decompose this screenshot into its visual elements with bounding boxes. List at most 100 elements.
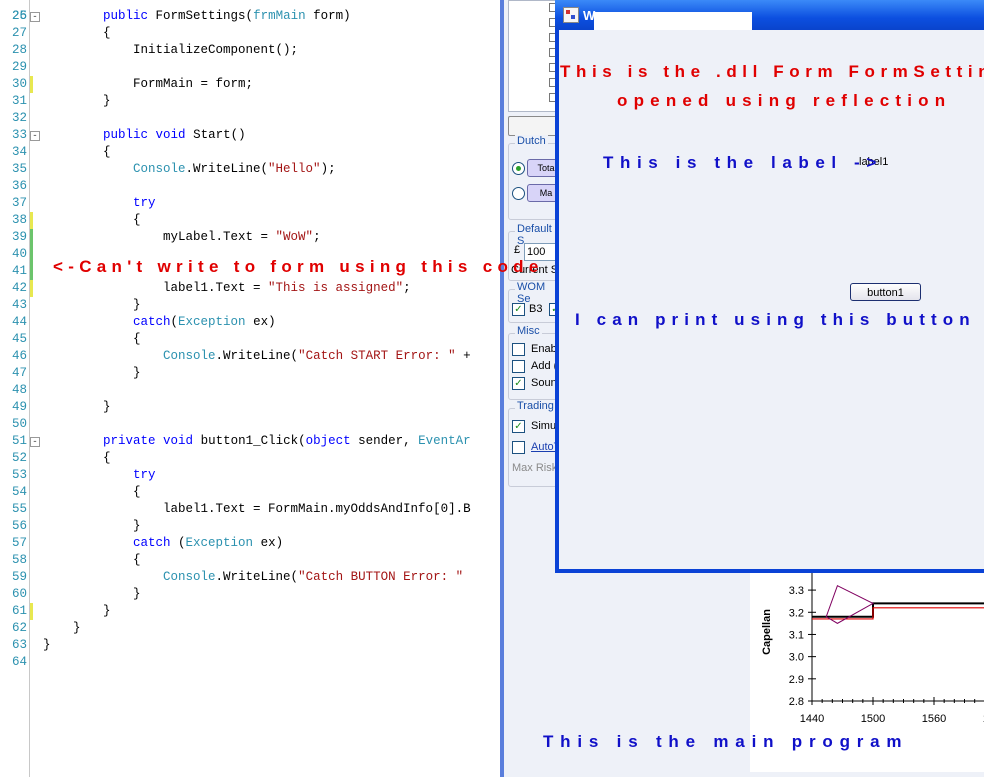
misc-group: Misc Enab Add ( ✓ Soun [508, 325, 562, 400]
tree-view[interactable] [508, 0, 562, 112]
form-settings-window[interactable]: W label1 button1 [555, 0, 984, 573]
misc-label-add: Add ( [531, 360, 558, 372]
line-number: 51 [11, 434, 27, 448]
line-number: 55 [11, 502, 27, 516]
code-text: { [43, 552, 141, 569]
code-token [43, 128, 103, 142]
trading-group-title: Trading [515, 400, 556, 412]
series-line [812, 602, 984, 618]
code-token: { [43, 451, 111, 465]
annotation-button: I can print using this button -> [575, 310, 984, 329]
dutch-group-title: Dutch [515, 135, 548, 147]
dutch-group: Dutch Tota Ma [508, 135, 565, 220]
code-line: 40 [0, 246, 500, 263]
misc-checkbox-add[interactable] [512, 360, 525, 373]
line-number: 52 [11, 451, 27, 465]
code-line: 35 Console.WriteLine("Hello"); [0, 161, 500, 178]
x-tick-label: 1560 [922, 713, 946, 725]
change-marker [30, 246, 33, 263]
line-number: 28 [11, 43, 27, 57]
line-number: 59 [11, 570, 27, 584]
x-tick-label: 1620 [983, 713, 984, 725]
y-tick-label: 3.3 [789, 585, 804, 597]
default-stake-input[interactable]: 100 [524, 243, 562, 261]
code-line: 64 [0, 654, 500, 671]
code-text: } [43, 93, 111, 110]
line-number: 46 [11, 349, 27, 363]
misc-label-enable: Enab [531, 343, 557, 355]
line-number: 37 [11, 196, 27, 210]
line-number: 35 [11, 162, 27, 176]
code-token: void [155, 128, 186, 142]
dutch-radio-total[interactable] [512, 162, 525, 175]
trading-checkbox-auto[interactable] [512, 441, 525, 454]
code-text: catch (Exception ex) [43, 535, 283, 552]
misc-checkbox-sound[interactable]: ✓ [512, 377, 525, 390]
code-token: public [103, 9, 149, 23]
window-app-icon[interactable] [563, 7, 579, 23]
y-tick-label: 3.2 [789, 607, 804, 619]
line-number: 40 [11, 247, 27, 261]
line-number: 30 [11, 77, 27, 91]
annotation-reflection: opened using reflection [617, 91, 952, 110]
collapse-toggle-icon[interactable]: - [30, 131, 40, 141]
code-token: + [455, 349, 471, 363]
trading-label-auto[interactable]: AutoT [531, 441, 561, 453]
code-token: public [103, 128, 149, 142]
main-action-button[interactable] [508, 116, 562, 136]
misc-group-title: Misc [515, 325, 542, 337]
code-token [148, 128, 156, 142]
code-token: Exception [185, 536, 254, 550]
code-line: 38 { [0, 212, 500, 229]
code-token: } [43, 366, 141, 380]
line-number: 27 [11, 26, 27, 40]
code-token: "Hello" [268, 162, 321, 176]
b3-checkbox[interactable]: ✓ [512, 303, 525, 316]
collapse-toggle-icon[interactable]: - [30, 437, 40, 447]
collapse-toggle-icon[interactable]: - [30, 12, 40, 22]
line-number: 48 [11, 383, 27, 397]
code-line: 54 { [0, 484, 500, 501]
code-line: 57 catch (Exception ex) [0, 535, 500, 552]
trading-checkbox-simulate[interactable]: ✓ [512, 420, 525, 433]
code-line: 59 Console.WriteLine("Catch BUTTON Error… [0, 569, 500, 586]
code-editor[interactable]: 25 26- public FormSettings(frmMain form)… [0, 0, 500, 777]
code-text: label1.Text = FormMain.myOddsAndInfo[0].… [43, 501, 471, 518]
code-text: { [43, 144, 111, 161]
annotation-main-program: This is the main program [543, 732, 909, 751]
button1[interactable]: button1 [850, 283, 921, 301]
line-number: 41 [11, 264, 27, 278]
code-token [156, 434, 164, 448]
max-risk-label: Max Risk [512, 462, 558, 474]
code-text: InitializeComponent(); [43, 42, 298, 59]
code-token: form) [305, 9, 351, 23]
code-token: FormSettings( [148, 9, 254, 23]
code-token: { [43, 332, 141, 346]
code-text: } [43, 620, 81, 637]
code-token: } [43, 298, 141, 312]
misc-checkbox-enable[interactable] [512, 343, 525, 356]
code-text: Console.WriteLine("Catch START Error: " … [43, 348, 471, 365]
code-text: { [43, 331, 141, 348]
code-line: 48 [0, 382, 500, 399]
line-number: 45 [11, 332, 27, 346]
code-text: public FormSettings(frmMain form) [43, 8, 351, 25]
code-token: InitializeComponent(); [43, 43, 299, 57]
change-marker [30, 229, 33, 246]
code-token: { [43, 213, 141, 227]
wom-group: WOM Se ✓ B3 ✓ [508, 281, 562, 323]
change-marker [30, 76, 33, 93]
change-marker [30, 212, 33, 229]
line-number: 64 [11, 655, 27, 669]
series-envelope [825, 584, 875, 624]
code-line: 29 [0, 59, 500, 76]
dutch-radio-max[interactable] [512, 187, 525, 200]
code-text: Console.WriteLine("Catch BUTTON Error: " [43, 569, 463, 586]
code-token: "This is assigned" [268, 281, 404, 295]
code-text: } [43, 297, 141, 314]
code-token: { [43, 145, 111, 159]
line-number: 60 [11, 587, 27, 601]
line-number: 39 [11, 230, 27, 244]
code-token: private [103, 434, 156, 448]
chart-svg: 2.82.93.03.13.23.31440150015601620168017… [750, 572, 984, 772]
